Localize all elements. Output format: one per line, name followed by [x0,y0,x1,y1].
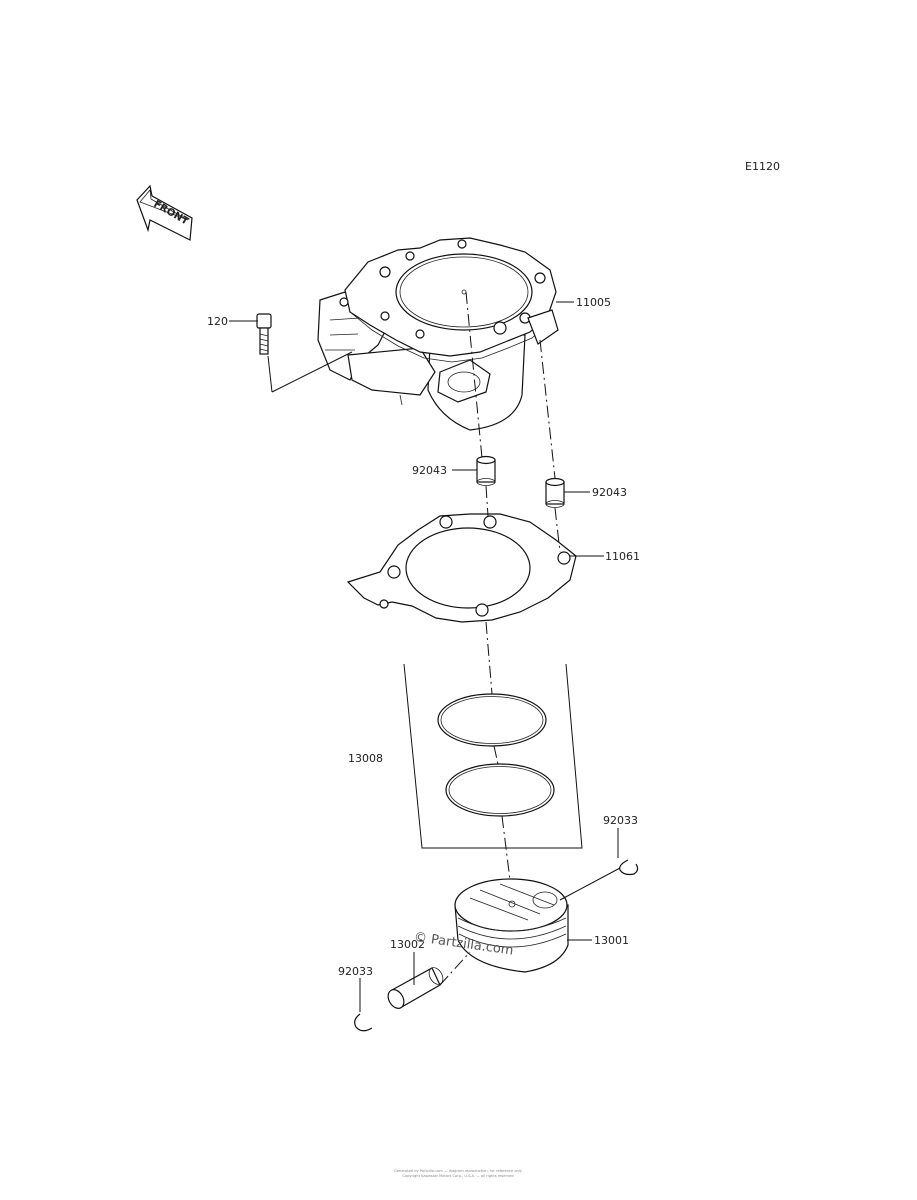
label-cylinder: 11005 [576,296,611,309]
diagram-code: E1120 [745,160,780,173]
piston-pin-part [387,967,444,1009]
label-clip-right: 92033 [603,814,638,827]
leader-lines [229,301,621,1012]
circlip-right-part [619,859,639,876]
front-arrow-icon: FRONT [136,184,193,241]
footer-line-2: Copyright Kawasaki Motors Corp., U.S.A. … [402,1174,513,1178]
center-lines [267,291,561,986]
label-dowel-right: 92043 [592,486,627,499]
cylinder-part [317,237,559,431]
label-dowel-left: 92043 [412,464,447,477]
label-rings: 13008 [348,752,383,765]
dowel-left-part [476,455,496,486]
label-gasket: 11061 [605,550,640,563]
footer-line-1: Generated by Partzilla.com — diagram rep… [394,1169,523,1173]
bolt-part [256,313,272,355]
piston-part [454,878,569,973]
label-piston: 13001 [594,934,629,947]
dowel-right-part [545,477,565,508]
cylinder-gasket-part [346,513,577,623]
label-pin: 13002 [390,938,425,951]
label-clip-left: 92033 [338,965,373,978]
piston-rings-part [403,663,583,849]
circlip-left-part [354,1013,373,1032]
label-bolt: 120 [207,315,228,328]
